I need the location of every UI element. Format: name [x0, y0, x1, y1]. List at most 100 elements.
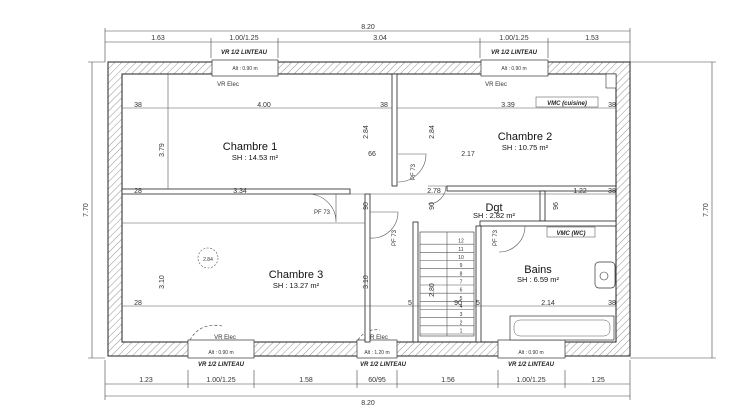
overall-height-right: 7.70	[703, 203, 710, 217]
bottom-dim-6: 1.00/1.25	[516, 377, 545, 384]
overall-height-left: 7.70	[83, 203, 90, 217]
stair-step-number: 3	[460, 312, 463, 318]
dim-96: 96	[553, 202, 560, 210]
dim-c1-width: 4.00	[257, 102, 271, 109]
stair-height: 2.80	[429, 283, 436, 297]
room-labels: Chambre 1 SH : 14.53 m² Chambre 2 SH : 1…	[223, 131, 560, 290]
dim-5b: 5	[476, 300, 480, 307]
window-alt-top-right: Alt : 0.90 m	[501, 66, 526, 72]
window-alt-top-left: Alt : 0.90 m	[232, 66, 257, 72]
room-chambre1-name: Chambre 1	[223, 141, 277, 153]
dim-90c: 90	[454, 300, 462, 307]
stair-step-number: 12	[458, 239, 464, 245]
lintel-top-left: VR 1/2 LINTEAU	[221, 50, 268, 56]
vr-elec-c2: VR Elec	[485, 82, 507, 88]
pf73-c3: PF 73	[392, 229, 398, 246]
stair-step-number: 2	[460, 320, 463, 326]
window-alt-bottom-left: Alt : 0.90 m	[208, 350, 233, 356]
bottom-dim-2: 1.00/1.25	[206, 377, 235, 384]
bottom-dim-5: 1.56	[441, 377, 455, 384]
dim-66: 66	[368, 151, 376, 158]
stair-step-number: 7	[460, 280, 463, 286]
dim-c3-height: 3.10	[159, 275, 166, 289]
dim-c2-right: 38	[608, 102, 616, 109]
bath-fixtures	[509, 73, 617, 341]
overall-width-top: 8.20	[361, 24, 375, 31]
stair-step-number: 11	[458, 247, 463, 253]
stair-step-number: 4	[460, 304, 463, 310]
inner-dimensions: 38 4.00 38 3.39 38 3.79 2.84 2.84 66 2.1…	[122, 102, 616, 307]
bottom-dim-7: 1.25	[591, 377, 605, 384]
dim-217: 2.17	[461, 151, 475, 158]
room-bains-name: Bains	[524, 264, 552, 276]
dim-c1-bot-left: 28	[134, 188, 142, 195]
windows: Alt : 0.90 m Alt : 0.90 m Alt : 0.90 m A…	[187, 59, 566, 359]
stair-step-number: 9	[460, 263, 463, 269]
dim-90b: 90	[429, 202, 436, 210]
outer-walls	[107, 61, 631, 357]
dim-wall-284b: 2.84	[429, 125, 436, 139]
stair-step-number: 8	[460, 271, 463, 277]
room-chambre1-area: SH : 14.53 m²	[232, 153, 279, 162]
dim-c1-bot-width: 3.34	[233, 188, 247, 195]
lintel-bottom-mid: VR 1/2 LINTEAU	[360, 362, 407, 368]
room-bains-area: SH : 6.59 m²	[517, 275, 560, 284]
window-alt-bottom-mid: Alt : 1.20 m	[364, 350, 389, 356]
bottom-dim-1: 1.23	[139, 377, 153, 384]
top-dimensions: 8.20 1.63 1.00/1.25 3.04 1.00/1.25 1.53 …	[104, 24, 631, 62]
stair-step-number: 1	[460, 329, 463, 335]
room-dgt-area: SH : 2.82 m²	[473, 211, 516, 220]
vr-elec-c1: VR Elec	[217, 82, 239, 88]
side-dimensions: 7.70 7.70	[83, 61, 716, 359]
bottom-dim-4: 60/95	[368, 377, 386, 384]
dim-5: 5	[408, 300, 412, 307]
room-dgt-name: Dgt	[485, 202, 502, 214]
lintel-bottom-right: VR 1/2 LINTEAU	[508, 362, 555, 368]
stair-step-number: 5	[460, 296, 463, 302]
interior-walls	[121, 73, 617, 343]
stair-step-number: 6	[460, 288, 463, 294]
dim-c2-left: 3.39	[501, 102, 515, 109]
dim-90a: 90	[363, 202, 370, 210]
vr-elec-c3: VR Elec	[214, 335, 236, 341]
vr-elec-stair: VR Elec	[366, 335, 388, 341]
top-dim-3: 3.04	[373, 35, 387, 42]
staircase: 12 11 10 9 8 7 6 5 4 3 2 1 2.80	[419, 231, 475, 337]
top-dim-5: 1.53	[585, 35, 599, 42]
dim-wall-284a: 2.84	[363, 125, 370, 139]
lintel-top-right: VR 1/2 LINTEAU	[491, 50, 538, 56]
vmc-labels: VMC (cuisine) VMC (WC)	[535, 96, 599, 238]
dim-c1-height: 3.79	[159, 143, 166, 157]
window-alt-bottom-right: Alt : 0.90 m	[518, 350, 543, 356]
ceiling-marker: 2.84	[197, 247, 219, 269]
pf73-bains: PF 73	[493, 229, 499, 246]
dim-214: 2.14	[541, 300, 555, 307]
ceiling-marker-value: 2.84	[203, 257, 213, 263]
dim-278: 2.78	[427, 188, 441, 195]
dim-c1-top-left: 38	[134, 102, 142, 109]
lintel-bottom-left: VR 1/2 LINTEAU	[198, 362, 245, 368]
room-chambre2-area: SH : 10.75 m²	[502, 143, 549, 152]
dim-c3-height2: 3.10	[363, 275, 370, 289]
dim-122: 1.22	[573, 188, 587, 195]
dim-c2-bot-right: 38	[608, 188, 616, 195]
dim-c1-top-right: 38	[380, 102, 388, 109]
bottom-dim-3: 1.58	[299, 377, 313, 384]
top-dim-1: 1.63	[151, 35, 165, 42]
room-chambre3-area: SH : 13.27 m²	[273, 281, 320, 290]
stair-step-number: 10	[458, 255, 464, 261]
bottom-dimensions: VR 1/2 LINTEAU VR 1/2 LINTEAU VR 1/2 LIN…	[104, 360, 631, 407]
dim-c3-bot-left: 28	[134, 300, 142, 307]
room-chambre2-name: Chambre 2	[498, 131, 552, 143]
vmc-cuisine: VMC (cuisine)	[547, 101, 587, 107]
room-chambre3-name: Chambre 3	[269, 269, 323, 281]
vmc-wc: VMC (WC)	[557, 231, 586, 237]
doors: PF 73 PF 73 PF 73 PF 73	[307, 153, 526, 253]
overall-width-bottom: 8.20	[361, 400, 375, 407]
pf73-c2: PF 73	[411, 163, 417, 180]
pf73-c1: PF 73	[314, 210, 331, 216]
top-dim-2: 1.00/1.25	[229, 35, 258, 42]
top-dim-4: 1.00/1.25	[499, 35, 528, 42]
dim-38b: 38	[608, 300, 616, 307]
